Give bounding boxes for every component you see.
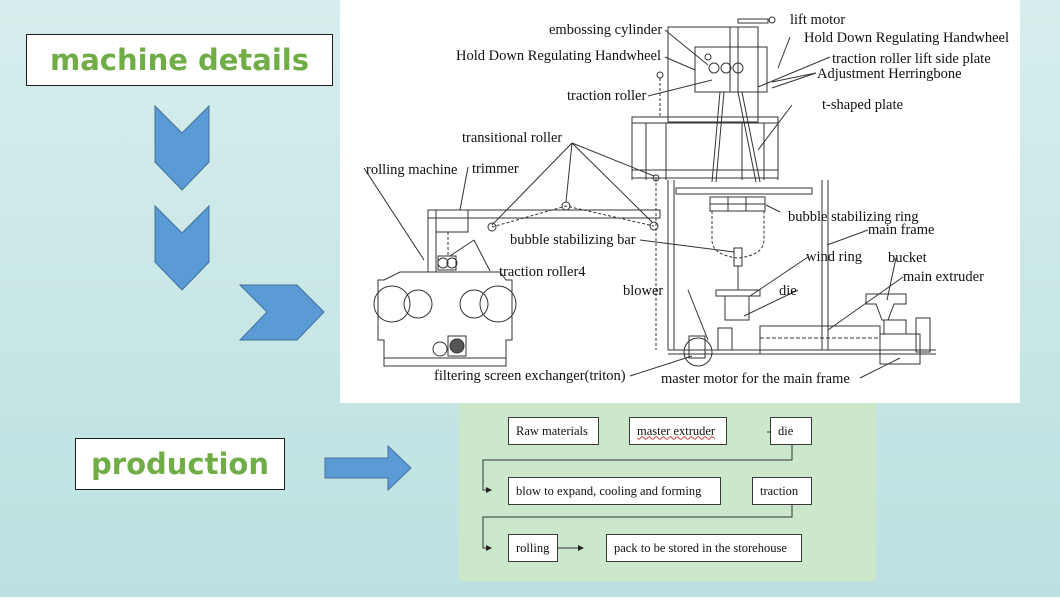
label-wind-ring: wind ring (806, 249, 862, 265)
production-heading: production (75, 438, 285, 490)
production-flowchart: Raw materials master extruder die blow t… (459, 403, 876, 581)
label-master-motor: master motor for the main frame (661, 371, 850, 387)
machine-diagram: embossing cylinder lift motor Hold Down … (340, 0, 1020, 403)
label-embossing-cylinder: embossing cylinder (549, 22, 663, 38)
label-main-extruder: main extruder (903, 269, 984, 285)
flow-step-pack-storehouse: pack to be stored in the storehouse (606, 534, 802, 562)
flow-step-rolling: rolling (508, 534, 558, 562)
arrow-right-icon (324, 444, 412, 492)
label-trimmer: trimmer (472, 161, 519, 177)
label-bubble-stabilizing-ring: bubble stabilizing ring (788, 209, 919, 225)
label-die: die (779, 283, 797, 299)
label-lift-motor: lift motor (790, 12, 846, 28)
label-main-frame: main frame (868, 222, 935, 238)
label-traction-roller-lift-side-plate: traction roller lift side plate (832, 51, 991, 67)
label-filtering-screen-exchanger: filtering screen exchanger(triton) (434, 368, 626, 384)
label-adjustment-herringbone: Adjustment Herringbone (817, 66, 962, 82)
flow-step-traction: traction (752, 477, 812, 505)
label-traction-roller: traction roller (567, 88, 647, 104)
machine-drawing-lines (363, 16, 936, 379)
machine-details-heading: machine details (26, 34, 333, 86)
chevron-down-icon (154, 204, 210, 291)
label-transitional-roller: transitional roller (462, 130, 563, 146)
label-rolling-machine: rolling machine (366, 162, 458, 178)
label-bucket: bucket (888, 250, 927, 266)
label-hold-down-handwheel-right: Hold Down Regulating Handwheel (804, 30, 1009, 46)
machine-details-heading-text: machine details (50, 43, 309, 77)
flow-step-master-extruder: master extruder (629, 417, 727, 445)
flow-step-raw-materials: Raw materials (508, 417, 599, 445)
label-t-shaped-plate: t-shaped plate (822, 97, 903, 113)
label-bubble-stabilizing-bar: bubble stabilizing bar (510, 232, 636, 248)
flow-step-blow-expand: blow to expand, cooling and forming (508, 477, 721, 505)
label-traction-roller4: traction roller4 (499, 264, 586, 280)
label-hold-down-handwheel-left: Hold Down Regulating Handwheel (456, 48, 661, 64)
chevron-right-icon (238, 284, 325, 341)
production-heading-text: production (91, 447, 269, 481)
flow-step-die: die (770, 417, 812, 445)
label-blower: blower (623, 283, 664, 299)
chevron-down-icon (154, 104, 210, 191)
